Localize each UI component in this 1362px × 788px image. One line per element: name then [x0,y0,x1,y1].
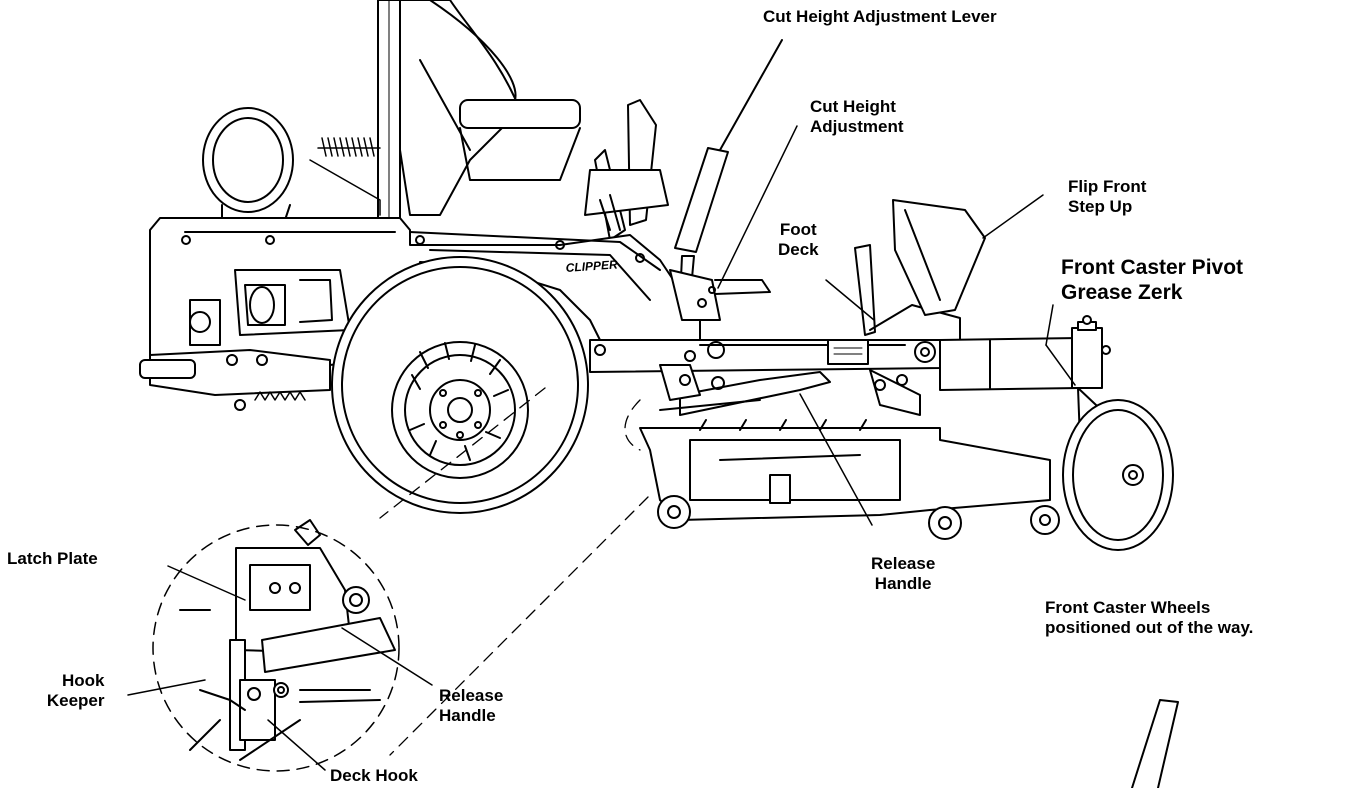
front-caster-wheel [1062,387,1174,551]
partial-part-bottom-right [1131,699,1179,788]
cut-height-lever [674,39,783,301]
label-front-caster-wheels: Front Caster Wheels positioned out of th… [1045,598,1254,638]
foot-deck-plate [854,244,961,341]
engine [234,269,351,336]
seat-spring [309,137,381,216]
label-deck-hook: Deck Hook [330,766,418,785]
label-foot-deck: Foot Deck [778,220,819,260]
front-caster-arm [914,315,1111,391]
seat [399,0,581,216]
label-release-handle-main: Release Handle [871,554,936,594]
control-levers [584,99,669,241]
label-flip-front-step: Flip Front Step Up [1068,177,1147,217]
callout-lines [717,125,1076,526]
brand-decal: CLIPPER [565,257,618,275]
main-rail [589,339,941,373]
label-hook-keeper: Hook Keeper [46,671,105,711]
fuel-canister [202,107,294,221]
zoom-lines [379,387,649,756]
lift-linkage [659,364,921,416]
label-release-handle-detail: Release Handle [439,686,504,726]
cut-height-adjustment [669,269,771,321]
rear-drive-wheel [331,256,589,514]
release-handle-main [659,371,831,416]
label-cut-height-lever: Cut Height Adjustment Lever [763,7,997,26]
detail-circle [127,519,433,772]
mower-deck [639,419,1060,540]
label-front-caster-pivot: Front Caster Pivot Grease Zerk [1061,256,1244,305]
flip-front-step [892,199,986,316]
label-cut-height-adjustment: Cut Height Adjustment [810,97,904,137]
label-latch-plate: Latch Plate [7,549,98,568]
rear-frame [139,299,331,411]
